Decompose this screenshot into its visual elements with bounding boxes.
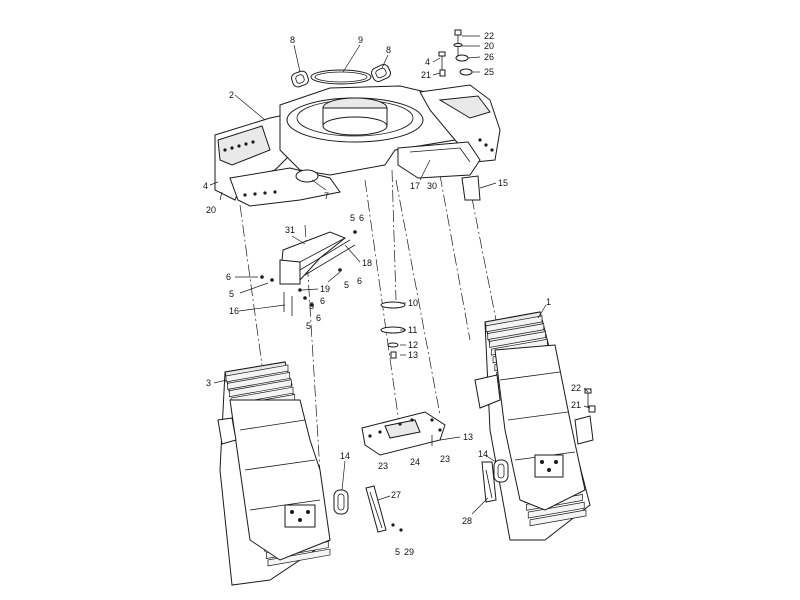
callout-30: 30 [427, 181, 437, 191]
callout-27: 27 [391, 490, 401, 500]
callout-14: 14 [478, 449, 488, 459]
callout-24: 24 [410, 457, 420, 467]
callout-14: 14 [340, 451, 350, 461]
callout-20: 20 [206, 205, 216, 215]
callout-22: 22 [484, 31, 494, 41]
callout-15: 15 [498, 178, 508, 188]
callout-17: 17 [410, 181, 420, 191]
callout-13: 13 [463, 432, 473, 442]
callout-11: 11 [408, 325, 417, 335]
callout-6: 6 [357, 276, 362, 286]
callout-5: 5 [344, 280, 349, 290]
callout-4: 4 [203, 181, 208, 191]
track-shoe [485, 315, 543, 333]
callout-3: 3 [206, 378, 211, 388]
callout-6: 6 [226, 272, 231, 282]
callout-21: 21 [571, 400, 581, 410]
callout-28: 28 [462, 516, 472, 526]
callout-19: 19 [320, 284, 330, 294]
callout-12: 12 [408, 340, 418, 350]
callout-4: 4 [425, 57, 430, 67]
top-small-parts [290, 29, 473, 88]
carbody-frame [214, 84, 501, 207]
valve-bracket [260, 230, 357, 316]
track-shoe [227, 371, 291, 390]
callout-13: 13 [408, 350, 418, 360]
callout-5: 5 [350, 213, 355, 223]
callout-labels: 8 9 8 22 20 4 26 21 25 2 4 20 7 17 30 15… [203, 31, 581, 557]
callout-29: 29 [404, 547, 414, 557]
callout-5: 5 [395, 547, 400, 557]
callout-16: 16 [229, 306, 239, 316]
callout-6: 6 [359, 213, 364, 223]
track-shoe [267, 548, 331, 567]
center-cover-plate [361, 411, 446, 456]
callout-23: 23 [440, 454, 450, 464]
callout-8: 8 [290, 35, 295, 45]
callout-20: 20 [484, 41, 494, 51]
callout-9: 9 [358, 35, 363, 45]
center-joint-seals [380, 301, 406, 359]
left-crawler-track [217, 361, 331, 586]
callout-leader-lines [209, 35, 591, 515]
callout-26: 26 [484, 52, 494, 62]
track-guards [333, 175, 509, 533]
track-shoe [487, 323, 545, 340]
callout-1: 1 [546, 297, 551, 307]
callout-2: 2 [229, 90, 234, 100]
callout-8: 8 [386, 45, 391, 55]
track-shoe [225, 364, 289, 383]
callout-10: 10 [408, 298, 418, 308]
track-shoe [489, 331, 546, 348]
callout-5: 5 [309, 301, 314, 311]
track-shoe [229, 379, 292, 398]
callout-22: 22 [571, 383, 581, 393]
callout-18: 18 [362, 258, 372, 268]
callout-23: 23 [378, 461, 388, 471]
callout-25: 25 [484, 67, 494, 77]
callout-6: 6 [320, 296, 325, 306]
callout-31: 31 [285, 225, 295, 235]
callout-7: 7 [324, 191, 329, 201]
callout-21: 21 [421, 70, 431, 80]
track-shoe [527, 501, 585, 519]
callout-5: 5 [229, 289, 234, 299]
callout-5: 5 [306, 321, 311, 331]
frame-bolt-rows [223, 138, 494, 197]
track-shoe [529, 509, 587, 527]
callout-6: 6 [316, 313, 321, 323]
right-crawler-track [474, 311, 596, 541]
